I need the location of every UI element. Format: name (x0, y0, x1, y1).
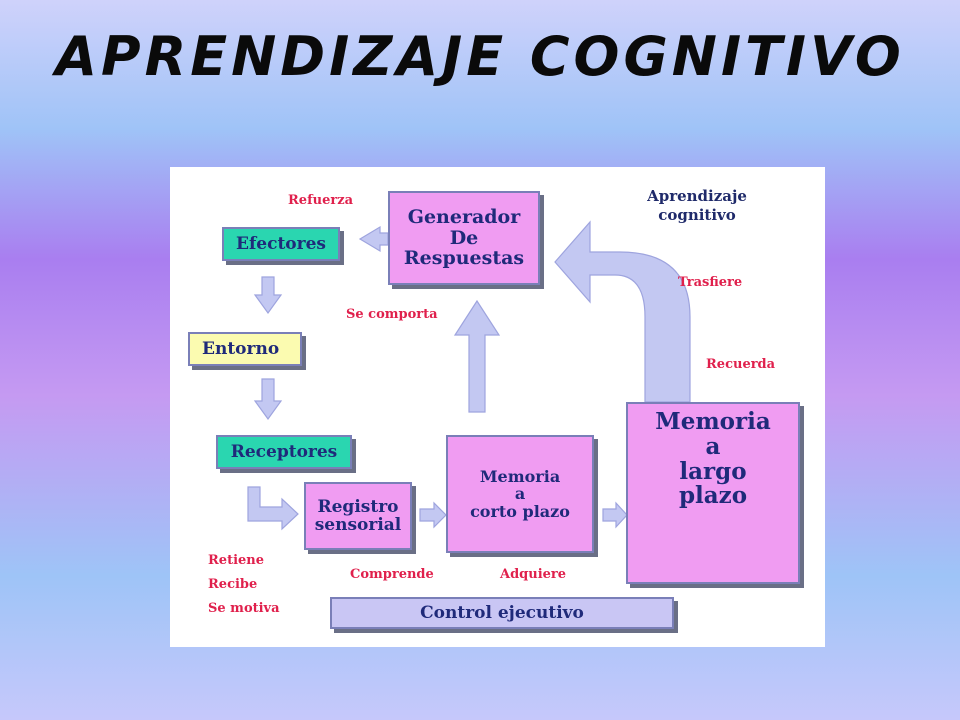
down-arrow-efectores (253, 276, 283, 315)
diagram-panel: Aprendizaje cognitivo Generador De Respu… (170, 167, 825, 647)
diagram-heading: Aprendizaje cognitivo (647, 187, 747, 224)
control-ejecutivo-box: Control ejecutivo (330, 597, 674, 629)
flow-arrows (247, 220, 691, 531)
generador-respuestas-box: Generador De Respuestas (388, 191, 540, 285)
registro-sensorial-box: Registro sensorial (304, 482, 412, 550)
slide-title: Aprendizaje cognitivo (55, 25, 905, 88)
memoria-corto-plazo-box: Memoria a corto plazo (446, 435, 594, 553)
label-recuerda: Recuerda (706, 357, 776, 372)
receptores-box: Receptores (216, 435, 352, 469)
label-comprende: Comprende (350, 567, 434, 582)
label-recibe: Recibe (208, 577, 258, 592)
curved-arrow-trasfiere (554, 220, 691, 403)
label-refuerza: Refuerza (288, 193, 354, 208)
bent-arrow-receptores (247, 486, 299, 531)
label-se-motiva: Se motiva (208, 601, 280, 616)
memoria-largo-plazo-box: Memoria a largo plazo (626, 402, 800, 584)
down-arrow-entorno (253, 378, 283, 421)
label-retiene: Retiene (208, 553, 265, 568)
left-arrow-refuerza (358, 225, 389, 253)
label-se-comporta: Se comporta (346, 307, 438, 322)
right-arrow-corto (602, 501, 628, 529)
label-adquiere: Adquiere (500, 567, 567, 582)
label-trasfiere: Trasfiere (678, 275, 743, 290)
entorno-box: Entorno (188, 332, 302, 366)
up-arrow-se-comporta (453, 299, 501, 413)
efectores-box: Efectores (222, 227, 340, 261)
right-arrow-registro (419, 501, 447, 529)
